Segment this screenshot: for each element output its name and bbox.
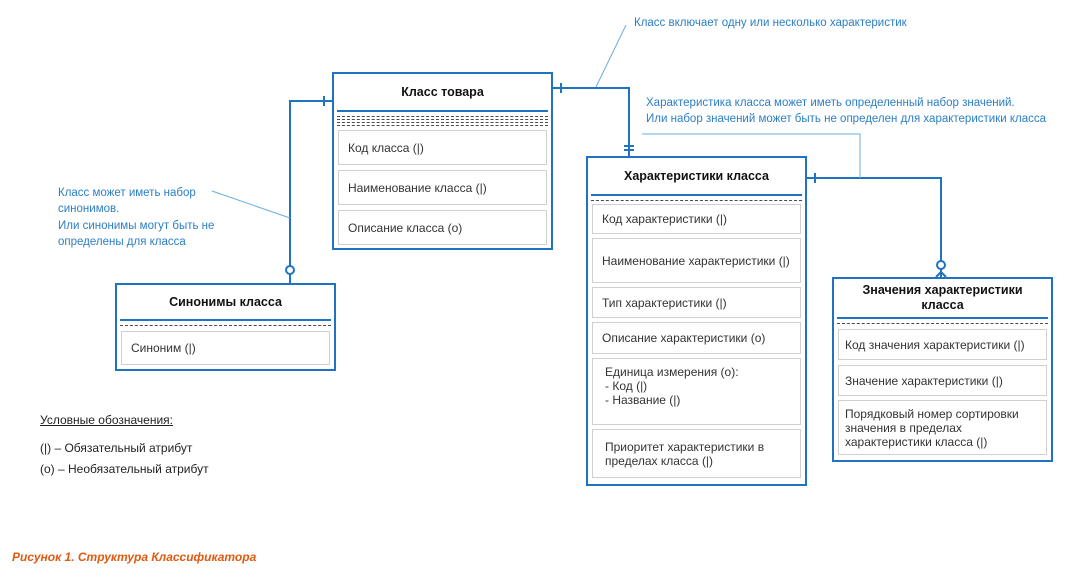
entity-title: Синонимы класса [169, 294, 282, 309]
entity-title: Характеристики класса [623, 168, 769, 183]
title-separator [591, 194, 802, 196]
title-separator [120, 319, 331, 321]
note-synonyms-2: синонимов. [58, 203, 120, 215]
attr-class-description: Описание класса (о) [338, 210, 547, 245]
note-characteristic-values-1: Характеристика класса может иметь опреде… [646, 97, 1015, 109]
legend-optional: (о) – Необязательный атрибут [40, 462, 209, 476]
entity-title: Значения характеристики класса [862, 283, 1023, 312]
leader-note-values [642, 133, 861, 178]
dotted-rule [337, 116, 548, 117]
attr-class-name: Наименование класса (|) [338, 170, 547, 205]
attr-characteristic-name: Наименование характеристики (|) [592, 238, 801, 283]
dotted-rule [591, 200, 802, 201]
dotted-rule [337, 125, 548, 126]
attr-sort-order: Порядковый номер сортировки значения в п… [838, 400, 1047, 455]
title-separator [837, 317, 1048, 319]
attr-value-code: Код значения характеристики (|) [838, 329, 1047, 360]
attr-characteristic-priority: Приоритет характеристики в пределах клас… [592, 429, 801, 478]
attr-class-code: Код класса (|) [338, 130, 547, 165]
legend-mandatory: (|) – Обязательный атрибут [40, 441, 193, 455]
leader-note-synonyms [211, 190, 291, 219]
note-characteristic-values-2: Или набор значений может быть не определ… [646, 113, 1047, 125]
entity-class-characteristics[interactable]: Характеристики класса Код характеристики… [586, 156, 807, 486]
optional-circle-synonyms [285, 265, 295, 275]
attr-value: Значение характеристики (|) [838, 365, 1047, 396]
dotted-rule [120, 325, 331, 326]
attr-characteristic-code: Код характеристики (|) [592, 204, 801, 234]
connector-characteristics-values [806, 177, 942, 263]
dotted-rule [337, 119, 548, 120]
dotted-rule [837, 323, 1048, 324]
attr-characteristic-description: Описание характеристики (о) [592, 322, 801, 354]
entity-title: Класс товара [401, 84, 484, 99]
note-synonyms-1: Класс может иметь набор [58, 187, 196, 199]
optional-circle-values [936, 260, 946, 270]
legend-title: Условные обозначения: [40, 413, 173, 427]
leader-note-class [595, 24, 627, 88]
attr-synonym: Синоним (|) [121, 331, 330, 365]
dotted-rule [337, 122, 548, 123]
note-class-has-characteristics: Класс включает одну или несколько характ… [634, 17, 907, 29]
entity-product-class[interactable]: Класс товара Код класса (|) Наименование… [332, 72, 553, 250]
note-synonyms-4: определены для класса [58, 236, 186, 248]
attr-characteristic-type: Тип характеристики (|) [592, 287, 801, 318]
entity-class-synonyms[interactable]: Синонимы класса Синоним (|) [115, 283, 336, 371]
entity-characteristic-values[interactable]: Значения характеристики класса Код значе… [832, 277, 1053, 462]
note-synonyms-3: Или синонимы могут быть не [58, 220, 215, 232]
title-separator [337, 110, 548, 112]
connector-class-synonyms [289, 100, 332, 268]
figure-caption: Рисунок 1. Структура Классификатора [12, 550, 257, 564]
attr-measurement-unit: Единица измерения (о): - Код (|) - Назва… [592, 358, 801, 425]
connector-class-characteristics [553, 87, 630, 156]
